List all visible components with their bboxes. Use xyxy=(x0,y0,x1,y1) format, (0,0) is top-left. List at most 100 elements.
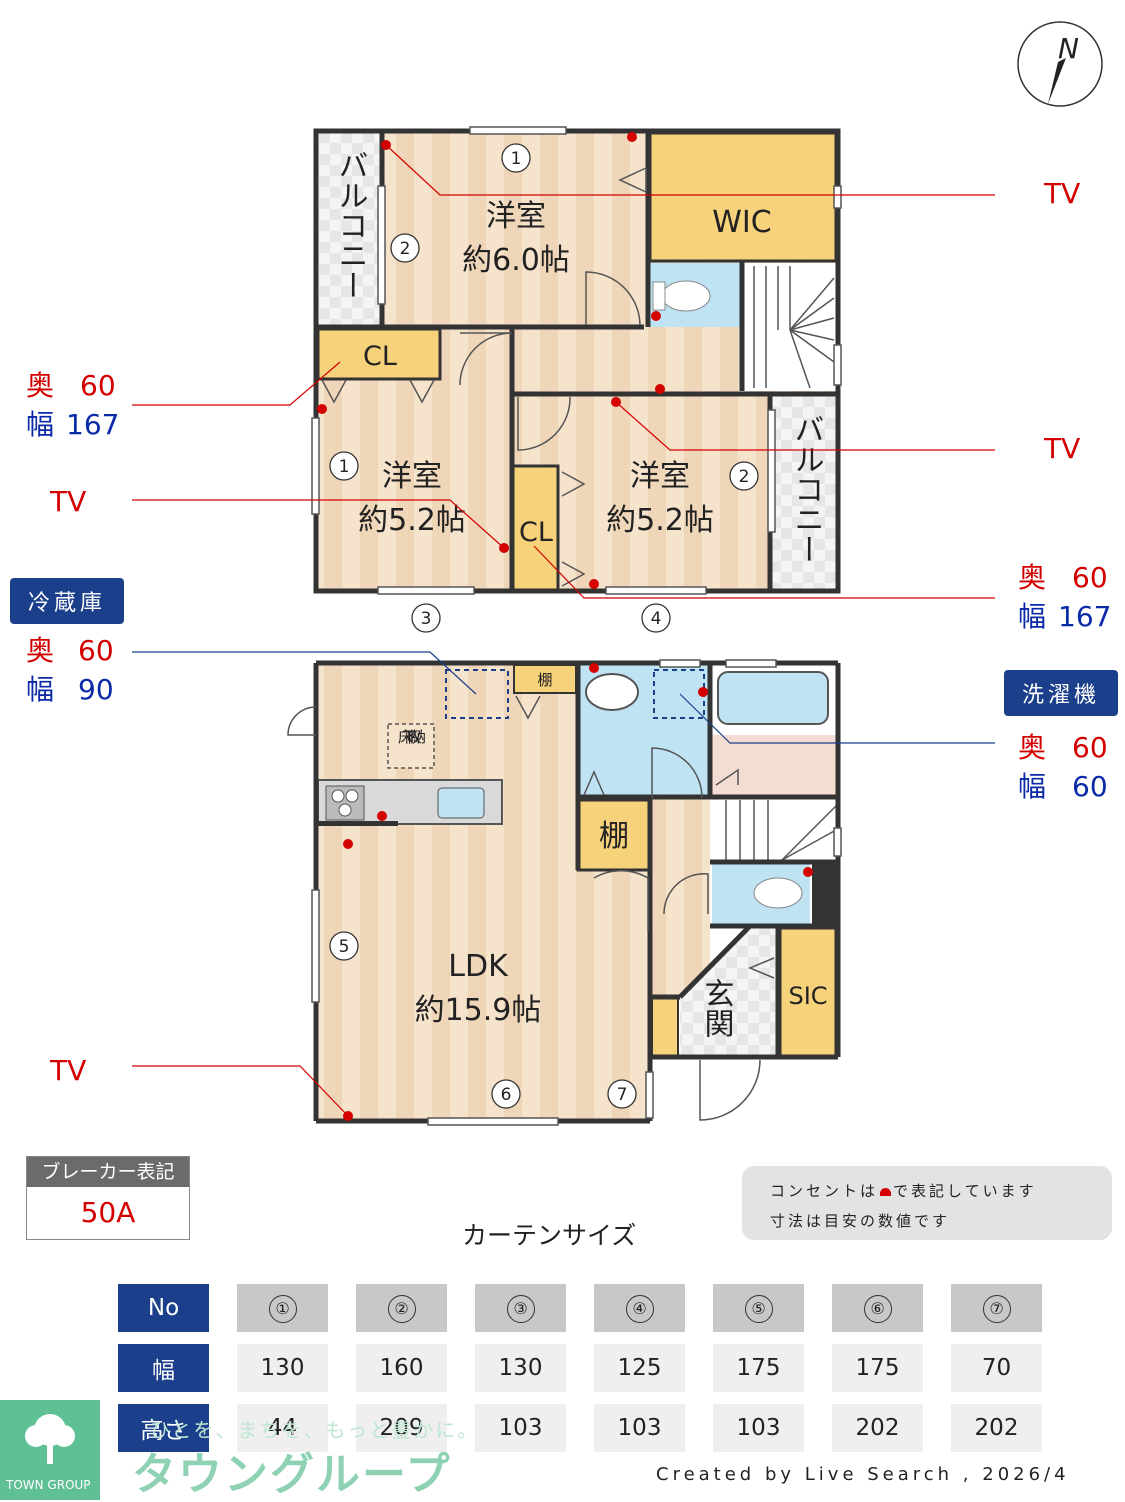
cl-left-depth-label: 奥 xyxy=(26,369,54,402)
washer-depth-label: 奥 xyxy=(1018,731,1046,764)
room-name-1: 洋室 xyxy=(486,199,546,234)
fridge-depth-value: 60 xyxy=(78,634,114,667)
cl-left-width-value: 167 xyxy=(66,408,119,441)
curtain-row-label-width: 幅 xyxy=(118,1344,209,1392)
tree-icon xyxy=(25,1414,75,1464)
note-outlet-post: で表記しています xyxy=(893,1182,1037,1200)
note-outlet-pre: コンセントは xyxy=(770,1182,879,1200)
callout-lines xyxy=(132,144,995,1117)
slogan: ひとを、まちを、もっと豊かに。 xyxy=(150,1418,480,1442)
washer-title: 洗濯機 xyxy=(1022,683,1100,708)
curtain-no-cell: ⑤ xyxy=(713,1284,804,1332)
cl-left-width-label: 幅 xyxy=(26,408,54,441)
svg-text:4: 4 xyxy=(651,609,662,629)
fridge-depth-label: 奥 xyxy=(26,634,54,667)
cl-left-depth-value: 60 xyxy=(80,369,116,402)
svg-text:5: 5 xyxy=(339,937,350,957)
compass: N xyxy=(1017,21,1103,107)
underfloor-storage-label: 床下収納 xyxy=(398,728,426,746)
curtain-row-height: 高さ 44 209 103 103 103 202 202 xyxy=(118,1404,1042,1452)
curtain-title: カーテンサイズ xyxy=(462,1221,637,1250)
curtain-height-cell: 209 xyxy=(356,1404,447,1452)
shelf-label: 棚 xyxy=(599,819,629,854)
curtain-width-cell: 175 xyxy=(832,1344,923,1392)
first-floor: LDK 約15.9帖 床下収納 棚 棚 玄関 SIC 5 6 7 xyxy=(287,659,842,1126)
washer-badge: 洗濯機 xyxy=(1004,670,1118,716)
curtain-no-cell: ⑦ xyxy=(951,1284,1042,1332)
outlet-icon xyxy=(880,1187,892,1196)
breaker-label: ブレーカー表記 xyxy=(27,1157,189,1187)
washer-width-label: 幅 xyxy=(1018,770,1046,803)
wic-label: WIC xyxy=(712,205,771,240)
tv-label-4: TV xyxy=(49,1054,86,1087)
second-floor: 洋室 約6.0帖 洋室 約5.2帖 洋室 約5.2帖 WIC CL CL バルコ… xyxy=(311,126,842,633)
svg-text:1: 1 xyxy=(339,457,350,477)
room-name-3: 洋室 xyxy=(630,459,690,494)
curtain-height-cell: 103 xyxy=(713,1404,804,1452)
curtain-row-label-height: 高さ xyxy=(118,1404,209,1452)
fridge-title: 冷蔵庫 xyxy=(28,591,106,616)
curtain-width-cell: 160 xyxy=(356,1344,447,1392)
svg-text:2: 2 xyxy=(739,467,750,487)
washer-width-value: 60 xyxy=(1072,770,1108,803)
cl-label-left: CL xyxy=(363,341,397,372)
curtain-no-cell: ③ xyxy=(475,1284,566,1332)
sic-label: SIC xyxy=(788,982,827,1010)
shelf-label-small: 棚 xyxy=(537,671,552,689)
fridge-width-label: 幅 xyxy=(26,673,54,706)
balcony-label-left: バルコニー xyxy=(333,150,368,300)
curtain-height-cell: 44 xyxy=(237,1404,328,1452)
ldk-size: 約15.9帖 xyxy=(415,993,542,1028)
svg-text:2: 2 xyxy=(400,239,411,259)
tv-label-3: TV xyxy=(49,485,86,518)
cl-right-depth-label: 奥 xyxy=(1018,561,1046,594)
curtain-table: No ① ② ③ ④ ⑤ ⑥ ⑦ 幅 130 160 130 125 175 1… xyxy=(90,1272,1070,1464)
tv-label-1: TV xyxy=(1043,177,1080,210)
breaker-value: 50A xyxy=(80,1196,136,1229)
curtain-height-cell: 202 xyxy=(832,1404,923,1452)
balcony-label-right: バルコニー xyxy=(789,414,824,564)
note-outlet: コンセントはで表記しています xyxy=(770,1180,1037,1201)
room-size-2: 約5.2帖 xyxy=(358,503,466,538)
curtain-row-width: 幅 130 160 130 125 175 175 70 xyxy=(118,1344,1042,1392)
curtain-no-cell: ① xyxy=(237,1284,328,1332)
room-size-3: 約5.2帖 xyxy=(606,503,714,538)
logo-text: TOWN GROUP xyxy=(6,1478,91,1492)
curtain-height-cell: 103 xyxy=(475,1404,566,1452)
curtain-width-cell: 130 xyxy=(475,1344,566,1392)
curtain-row-label-no: No xyxy=(118,1284,209,1332)
note-dims: 寸法は目安の数値です xyxy=(770,1212,951,1230)
company-logo: TOWN GROUP xyxy=(0,1400,100,1500)
brand-name: タウングループ xyxy=(132,1449,452,1500)
curtain-no-cell: ⑥ xyxy=(832,1284,923,1332)
cl-right-width-value: 167 xyxy=(1058,600,1111,633)
curtain-width-cell: 175 xyxy=(713,1344,804,1392)
cl-right-width-label: 幅 xyxy=(1018,600,1046,633)
washer-depth-value: 60 xyxy=(1072,731,1108,764)
compass-label: N xyxy=(1058,32,1079,65)
tv-label-2: TV xyxy=(1043,432,1080,465)
floor-plan: N xyxy=(10,21,1118,1126)
curtain-row-no: No ① ② ③ ④ ⑤ ⑥ ⑦ xyxy=(118,1284,1042,1332)
curtain-no-cell: ② xyxy=(356,1284,447,1332)
svg-text:3: 3 xyxy=(421,609,432,629)
cl-right-depth-value: 60 xyxy=(1072,561,1108,594)
curtain-width-cell: 130 xyxy=(237,1344,328,1392)
curtain-width-cell: 70 xyxy=(951,1344,1042,1392)
fridge-width-value: 90 xyxy=(78,673,114,706)
entrance-label: 玄関 xyxy=(699,978,734,1038)
breaker-box: ブレーカー表記 50A xyxy=(26,1156,190,1240)
svg-text:7: 7 xyxy=(617,1085,628,1105)
curtain-height-cell: 202 xyxy=(951,1404,1042,1452)
curtain-width-cell: 125 xyxy=(594,1344,685,1392)
svg-text:6: 6 xyxy=(501,1085,512,1105)
notes-box: コンセントはで表記しています 寸法は目安の数値です xyxy=(742,1166,1112,1240)
svg-text:1: 1 xyxy=(511,149,522,169)
fridge-badge: 冷蔵庫 xyxy=(10,578,124,624)
room-name-2: 洋室 xyxy=(382,459,442,494)
ldk-name: LDK xyxy=(448,949,509,984)
curtain-height-cell: 103 xyxy=(594,1404,685,1452)
curtain-no-cell: ④ xyxy=(594,1284,685,1332)
cl-label-middle: CL xyxy=(519,517,553,548)
credit-line: Created by Live Search , 2026/4 xyxy=(656,1464,1070,1485)
